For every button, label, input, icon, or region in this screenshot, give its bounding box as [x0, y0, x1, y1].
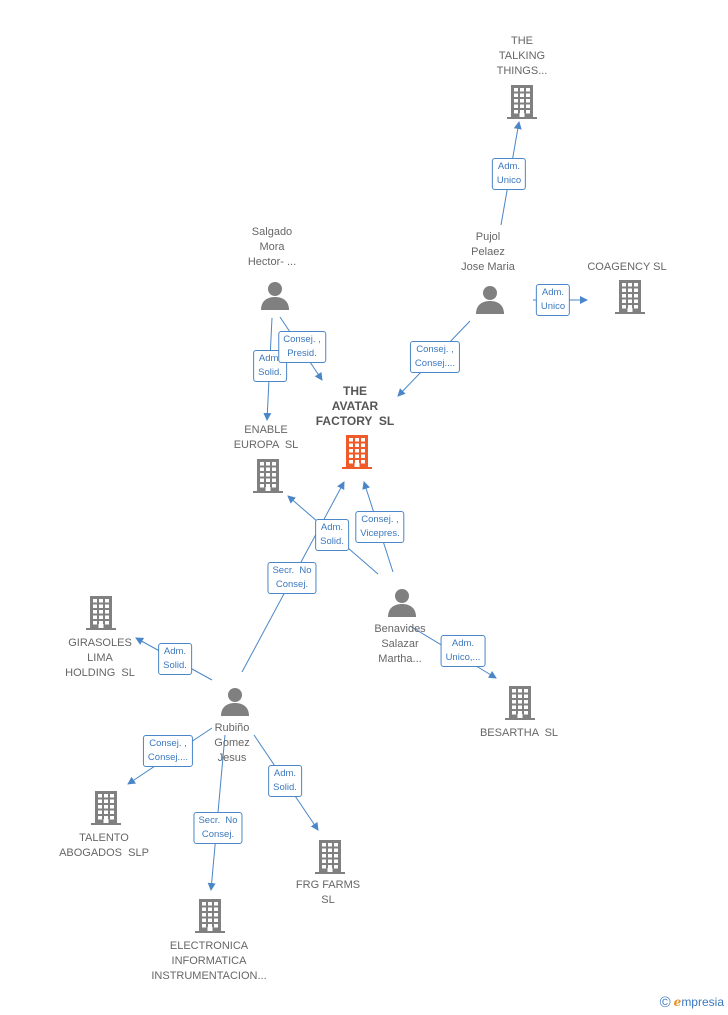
- node-label-electronica[interactable]: ELECTRONICA INFORMATICA INSTRUMENTACION.…: [151, 940, 267, 982]
- person-icon-salgado[interactable]: [260, 280, 290, 315]
- edge-label-pujol-coagency[interactable]: Adm. Unico: [535, 284, 571, 316]
- node-label-pujol[interactable]: Pujol Pelaez Jose Maria: [461, 231, 515, 273]
- edge-label-benavides-besartha[interactable]: Adm. Unico,...: [440, 635, 486, 667]
- edge-label-rubino-electronica[interactable]: Secr. No Consej.: [193, 812, 243, 844]
- building-icon-electronica[interactable]: [195, 899, 225, 938]
- edge-label-rubino-girasoles[interactable]: Adm. Solid.: [158, 643, 192, 675]
- empresia-logo: ©empresia: [659, 994, 724, 1011]
- node-label-avatar[interactable]: THE AVATAR FACTORY SL: [315, 384, 395, 428]
- building-icon-enable[interactable]: [253, 459, 283, 498]
- edge-label-pujol-talking[interactable]: Adm. Unico: [491, 158, 527, 190]
- person-icon-rubino[interactable]: [220, 686, 250, 721]
- building-icon-avatar[interactable]: [342, 435, 372, 474]
- node-label-girasoles[interactable]: GIRASOLES LIMA HOLDING SL: [65, 637, 135, 679]
- node-label-talento[interactable]: TALENTO ABOGADOS SLP: [59, 832, 149, 859]
- edge-label-rubino-frg[interactable]: Adm. Solid.: [268, 765, 302, 797]
- node-label-rubino[interactable]: Rubiño Gomez Jesus: [214, 722, 250, 764]
- copyright-icon: ©: [659, 994, 671, 1011]
- building-icon-girasoles[interactable]: [86, 596, 116, 635]
- edge-label-rubino-avatar[interactable]: Secr. No Consej.: [267, 562, 317, 594]
- node-label-frg[interactable]: FRG FARMS SL: [295, 879, 361, 906]
- node-label-coagency[interactable]: COAGENCY SL: [587, 261, 667, 273]
- node-label-besartha[interactable]: BESARTHA SL: [479, 727, 559, 739]
- edge-label-salgado-enable[interactable]: Adm. Solid.: [253, 350, 287, 382]
- building-icon-coagency[interactable]: [615, 280, 645, 319]
- edge-label-salgado-avatar[interactable]: Consej. , Presid.: [278, 331, 326, 363]
- edge-label-benavides-enable[interactable]: Adm. Solid.: [315, 519, 349, 551]
- building-icon-frg[interactable]: [315, 840, 345, 879]
- building-icon-talento[interactable]: [91, 791, 121, 830]
- edge-label-pujol-avatar[interactable]: Consej. , Consej....: [409, 341, 461, 373]
- node-label-salgado[interactable]: Salgado Mora Hector- ...: [247, 226, 297, 268]
- edge-label-rubino-talento[interactable]: Consej. , Consej....: [142, 735, 194, 767]
- building-icon-besartha[interactable]: [505, 686, 535, 725]
- person-icon-pujol[interactable]: [475, 284, 505, 319]
- edge-label-benavides-avatar[interactable]: Consej. , Vicepres.: [355, 511, 405, 543]
- person-icon-benavides[interactable]: [387, 587, 417, 622]
- node-label-enable[interactable]: ENABLE EUROPA SL: [233, 424, 299, 451]
- node-label-talking[interactable]: THE TALKING THINGS...: [496, 35, 548, 77]
- building-icon-talking[interactable]: [507, 85, 537, 124]
- node-label-benavides[interactable]: Benavides Salazar Martha...: [374, 623, 426, 665]
